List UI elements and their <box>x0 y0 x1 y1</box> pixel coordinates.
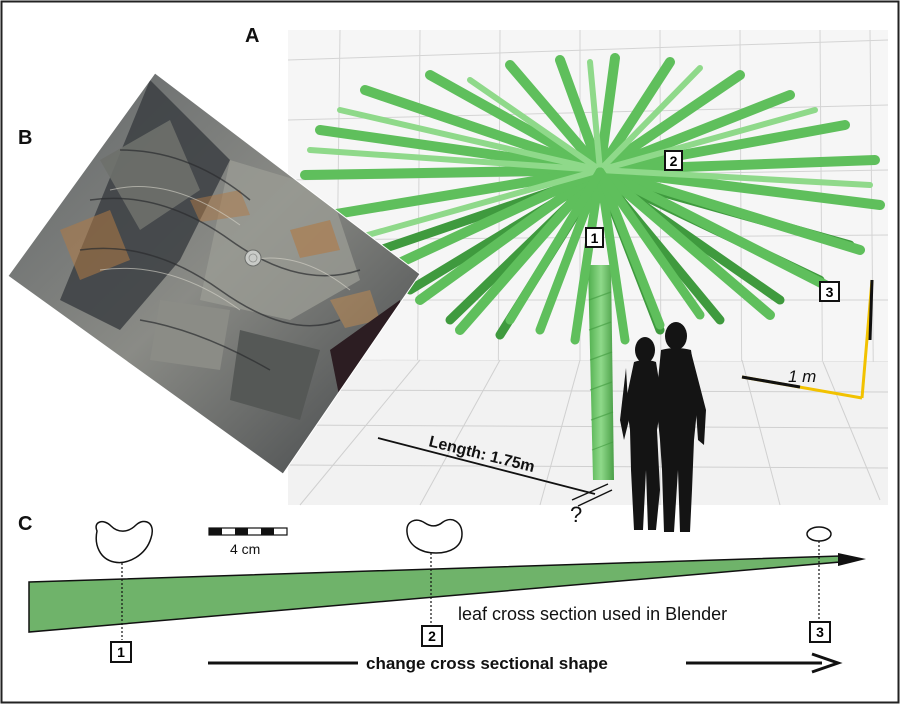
unknown-base-mark: ? <box>570 502 582 527</box>
leaf-profile-wedge <box>28 553 866 633</box>
marker-c-2: 2 <box>421 625 443 647</box>
panel-label-c: C <box>18 513 32 535</box>
scale-bar-1m: 1 m <box>741 279 874 400</box>
svg-text:3: 3 <box>816 624 824 640</box>
panel-label-b: B <box>18 127 32 149</box>
human-silhouettes <box>620 322 706 532</box>
svg-text:2: 2 <box>428 628 436 644</box>
marker-c-1: 1 <box>110 641 132 663</box>
crown-fronds <box>300 53 885 345</box>
svg-text:1: 1 <box>117 644 125 660</box>
marker-a-1: 1 <box>585 227 604 248</box>
svg-text:1: 1 <box>591 230 599 246</box>
male-silhouette <box>656 322 706 532</box>
shape-change-arrow: change cross sectional shape <box>208 652 843 674</box>
shape-change-label: change cross sectional shape <box>366 654 608 673</box>
svg-text:2: 2 <box>670 153 678 169</box>
cross-section-note: leaf cross section used in Blender <box>458 604 727 624</box>
grid-floor <box>287 359 889 506</box>
panel-c: C 4 cm 1 <box>18 513 866 674</box>
scale-bar-4cm: 4 cm <box>208 527 288 557</box>
trunk <box>588 265 614 480</box>
scale-label-4cm: 4 cm <box>230 541 260 557</box>
marker-a-3: 3 <box>819 281 840 302</box>
cross-section-2 <box>406 518 463 625</box>
scale-label-1m: 1 m <box>788 367 816 386</box>
panel-label-a: A <box>245 25 259 47</box>
marker-c-3: 3 <box>809 621 831 643</box>
cross-section-1 <box>95 520 153 640</box>
svg-text:3: 3 <box>826 284 834 300</box>
marker-a-2: 2 <box>664 150 683 171</box>
coin-scale <box>244 249 262 267</box>
cross-section-3 <box>806 526 832 622</box>
panel-a: 1 m Length: 1.75m ? <box>245 25 889 532</box>
